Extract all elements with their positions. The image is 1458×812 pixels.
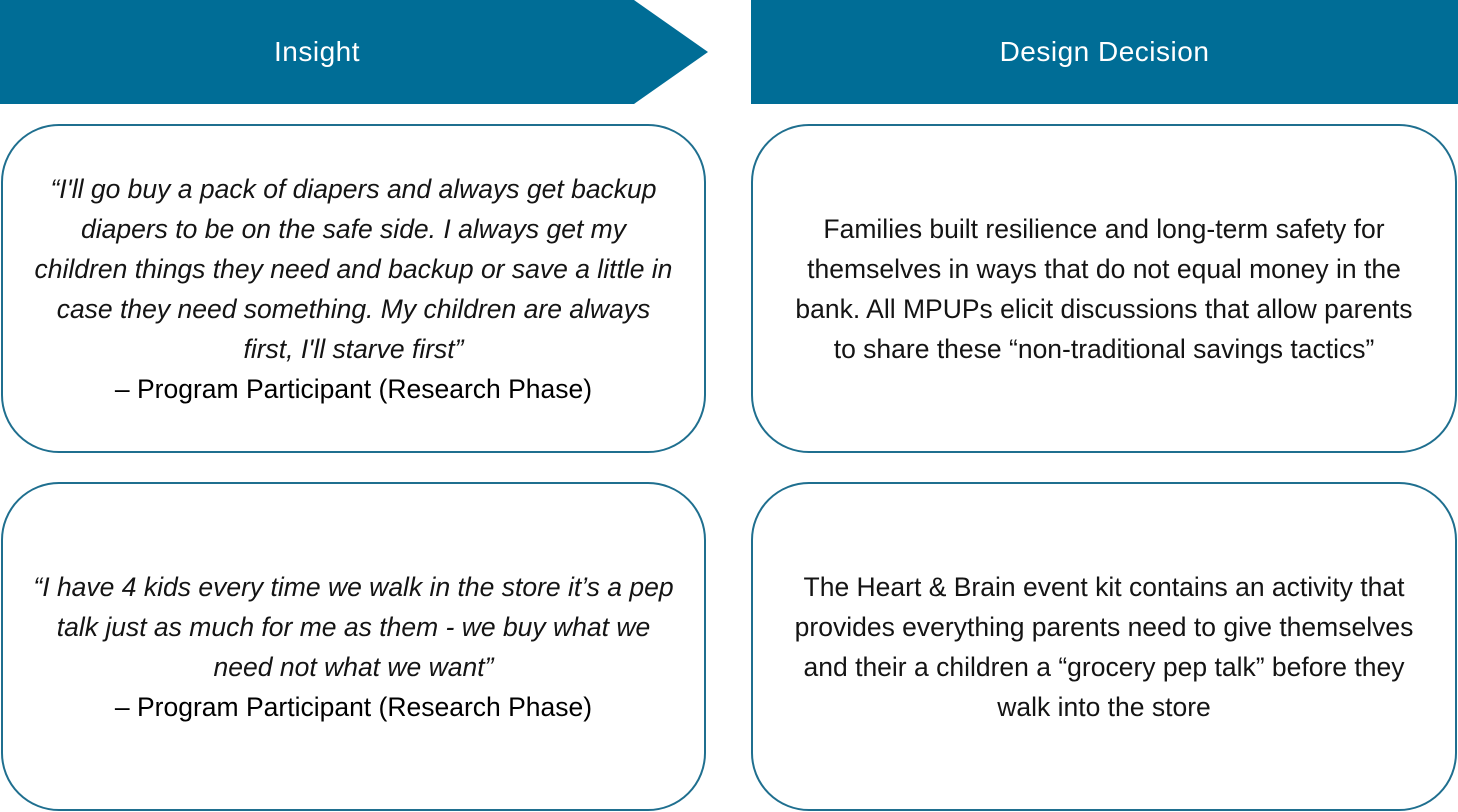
design-decision-text-1: Families built resilience and long-term … [795,213,1413,364]
insight-card-1: “I'll go buy a pack of diapers and alway… [1,124,706,453]
insight-text-1: “I'll go buy a pack of diapers and alway… [34,169,674,409]
insight-header-arrow-shape [0,0,708,104]
design-decision-header: Design Decision [751,0,1458,104]
insight-header-label: Insight [274,36,360,67]
design-decision-text-2: The Heart & Brain event kit contains an … [794,571,1414,722]
design-decision-header-label: Design Decision [999,36,1210,67]
insight-header: Insight [0,0,634,104]
insight-quote-1: “I'll go buy a pack of diapers and alway… [34,173,673,364]
insight-header-arrow [0,0,708,104]
insight-text-2: “I have 4 kids every time we walk in the… [33,567,674,727]
insight-attribution-1: – Program Participant (Research Phase) [114,373,593,404]
design-decision-card-2: The Heart & Brain event kit contains an … [751,482,1457,811]
insight-quote-2: “I have 4 kids every time we walk in the… [33,571,674,682]
insight-card-2: “I have 4 kids every time we walk in the… [1,482,706,811]
insight-attribution-2: – Program Participant (Research Phase) [114,691,593,722]
design-decision-card-1: Families built resilience and long-term … [751,124,1457,453]
